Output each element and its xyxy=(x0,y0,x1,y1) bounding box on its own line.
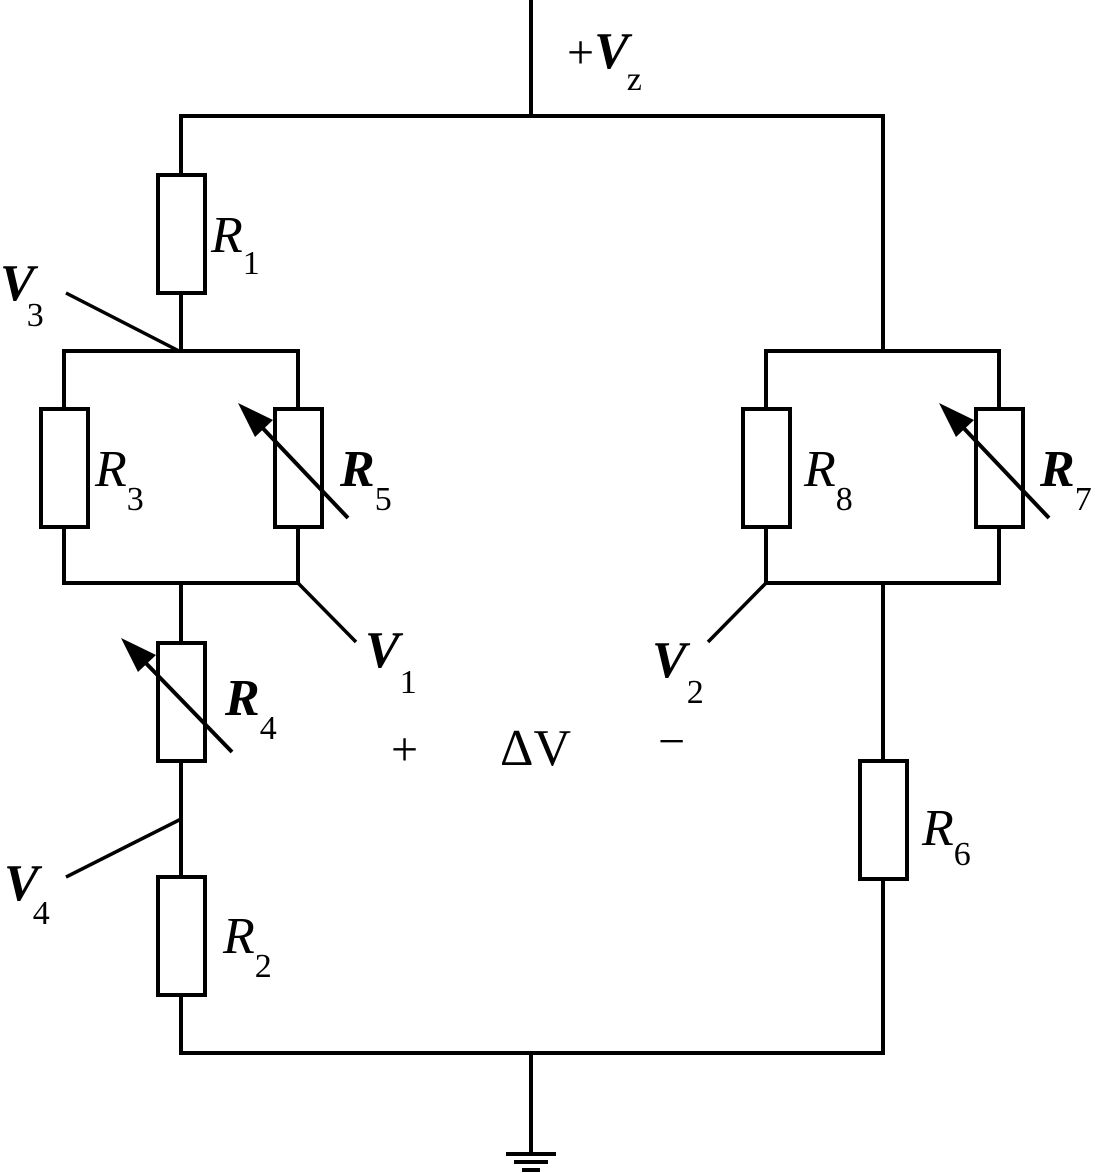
supply-label: +Vz xyxy=(567,23,642,98)
r4-variable-arrow-icon xyxy=(121,638,234,754)
left-parallel-legs xyxy=(62,349,300,585)
r5-label: R5 xyxy=(339,441,392,518)
ground-icon xyxy=(506,1152,556,1172)
v4-leader xyxy=(65,817,182,879)
resistor-r1 xyxy=(156,173,207,295)
v2-label: V2 xyxy=(652,632,704,711)
r1-label: R1 xyxy=(210,207,260,282)
output-minus-sign: − xyxy=(658,715,685,768)
r8-label: R8 xyxy=(803,441,853,518)
output-delta-v: ΔV xyxy=(500,720,571,777)
variable-arrows xyxy=(121,403,1051,754)
v1-leader xyxy=(296,581,358,644)
v1-label: V1 xyxy=(365,622,417,701)
v3-leader xyxy=(65,291,180,353)
r4-label: R4 xyxy=(224,670,277,747)
resistor-r3 xyxy=(39,407,90,529)
wires xyxy=(62,0,1001,1154)
resistor-r6 xyxy=(858,759,909,881)
r5-variable-arrow-icon xyxy=(238,403,350,520)
r6-label: R6 xyxy=(921,800,971,873)
resistor-bodies xyxy=(39,173,1025,997)
resistor-r5 xyxy=(273,407,324,529)
node-leaders xyxy=(65,291,768,879)
output-plus-sign: + xyxy=(391,723,418,776)
resistor-r2 xyxy=(156,875,207,997)
resistor-r8 xyxy=(741,407,792,529)
r3-label: R3 xyxy=(94,441,144,518)
right-parallel-legs xyxy=(764,349,1001,585)
v2-leader xyxy=(706,581,768,644)
r7-label: R7 xyxy=(1039,441,1092,518)
r2-label: R2 xyxy=(222,908,272,985)
r7-variable-arrow-icon xyxy=(939,403,1051,520)
